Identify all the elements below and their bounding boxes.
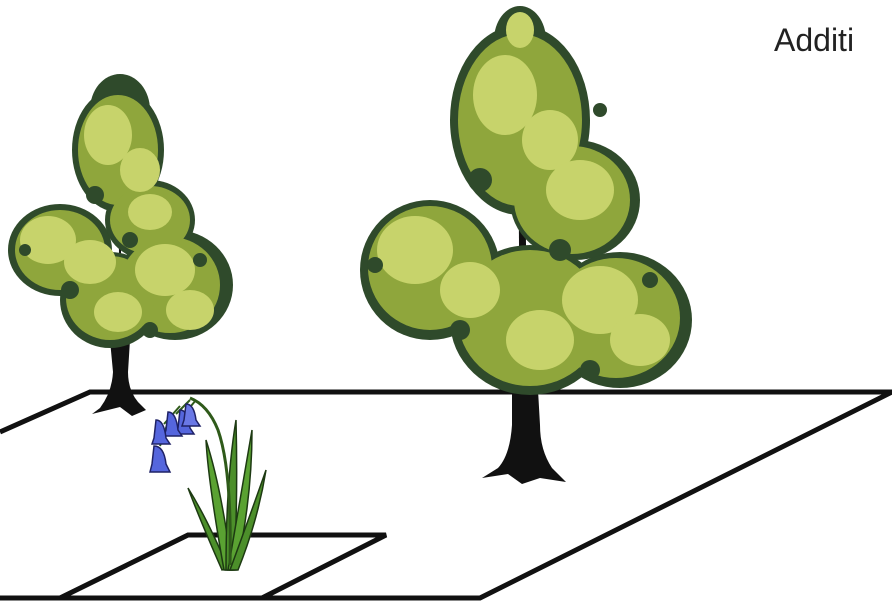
small-tree-canopy xyxy=(8,74,233,348)
large-tree-trunk xyxy=(482,390,566,484)
small-tree-trunk xyxy=(92,340,146,416)
bluebell-bell xyxy=(150,446,170,472)
large-tree-canopy xyxy=(360,6,692,395)
large-ground-plane xyxy=(0,392,892,598)
bluebell-bell xyxy=(182,404,200,426)
small-tree-icon xyxy=(8,74,233,416)
large-tree-icon xyxy=(360,6,692,484)
